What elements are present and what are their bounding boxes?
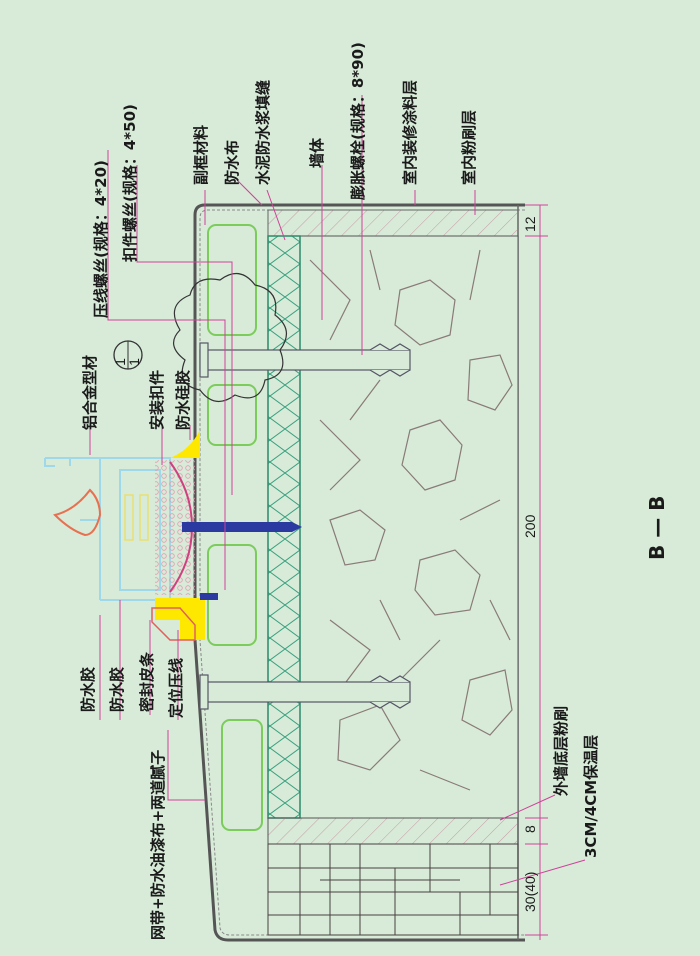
label-exterior-base-plaster: 外墙底层粉刷: [552, 706, 570, 797]
label-insulation: 3CM/4CM保温层: [582, 735, 600, 858]
dim-200: 200: [522, 514, 538, 538]
silicone-sealant-top: [170, 430, 200, 458]
label-clip-screw: 扣件螺丝(规格：4*50): [121, 104, 139, 262]
detail-ref-top: 1: [112, 358, 128, 366]
detail-reference: 1 1: [112, 340, 143, 370]
label-mesh-tape: 网带+防水油漆布+两道腻子: [149, 750, 167, 940]
label-wall: 墙体: [308, 137, 326, 168]
dimension-line: [525, 204, 548, 940]
press-screw: [200, 593, 218, 600]
label-install-clip: 安装扣件: [148, 370, 166, 430]
label-silicone: 防水硅胶: [174, 370, 192, 430]
silicone-cloud: [173, 273, 287, 402]
wall-stone-pattern: [309, 249, 513, 791]
clip-screw: [182, 522, 292, 532]
detail-ref-bottom: 1: [126, 358, 142, 366]
label-waterproof-cloth: 防水布: [223, 140, 241, 185]
dim-12: 12: [522, 216, 538, 232]
label-sealant-1: 防水胶: [79, 667, 97, 712]
aluminum-profile: [44, 457, 171, 601]
interior-plaster-layer: [267, 209, 519, 237]
dim-8: 8: [522, 825, 538, 833]
label-aluminum-profile: 铝合金型材: [81, 355, 99, 430]
dim-30-40: 30(40): [522, 872, 538, 912]
section-title: B — B: [645, 496, 669, 560]
glazing-gasket: [53, 488, 102, 537]
label-locating-bead: 定位压线: [167, 658, 185, 718]
label-press-screw: 压线螺丝(规格：4*20): [92, 160, 110, 318]
label-cement-grout: 水泥防水浆填缝: [254, 80, 272, 185]
label-subframe: 副框材料: [192, 125, 210, 185]
leader-lines: [89, 95, 586, 886]
label-expansion-bolt: 膨胀螺栓(规格：8*90): [349, 42, 367, 200]
label-seal-strip: 密封皮条: [138, 651, 156, 712]
expansion-bolt-top: [199, 342, 411, 378]
expansion-bolt-bottom: [199, 674, 411, 710]
sealant-bottom: [155, 598, 205, 640]
insulation-hatch: [267, 817, 519, 845]
label-interior-plaster: 室内粉刷层: [460, 110, 478, 185]
label-interior-coating: 室内装修涂料层: [401, 80, 419, 185]
label-sealant-2: 防水胶: [108, 667, 126, 712]
insulation-block: [267, 843, 519, 936]
